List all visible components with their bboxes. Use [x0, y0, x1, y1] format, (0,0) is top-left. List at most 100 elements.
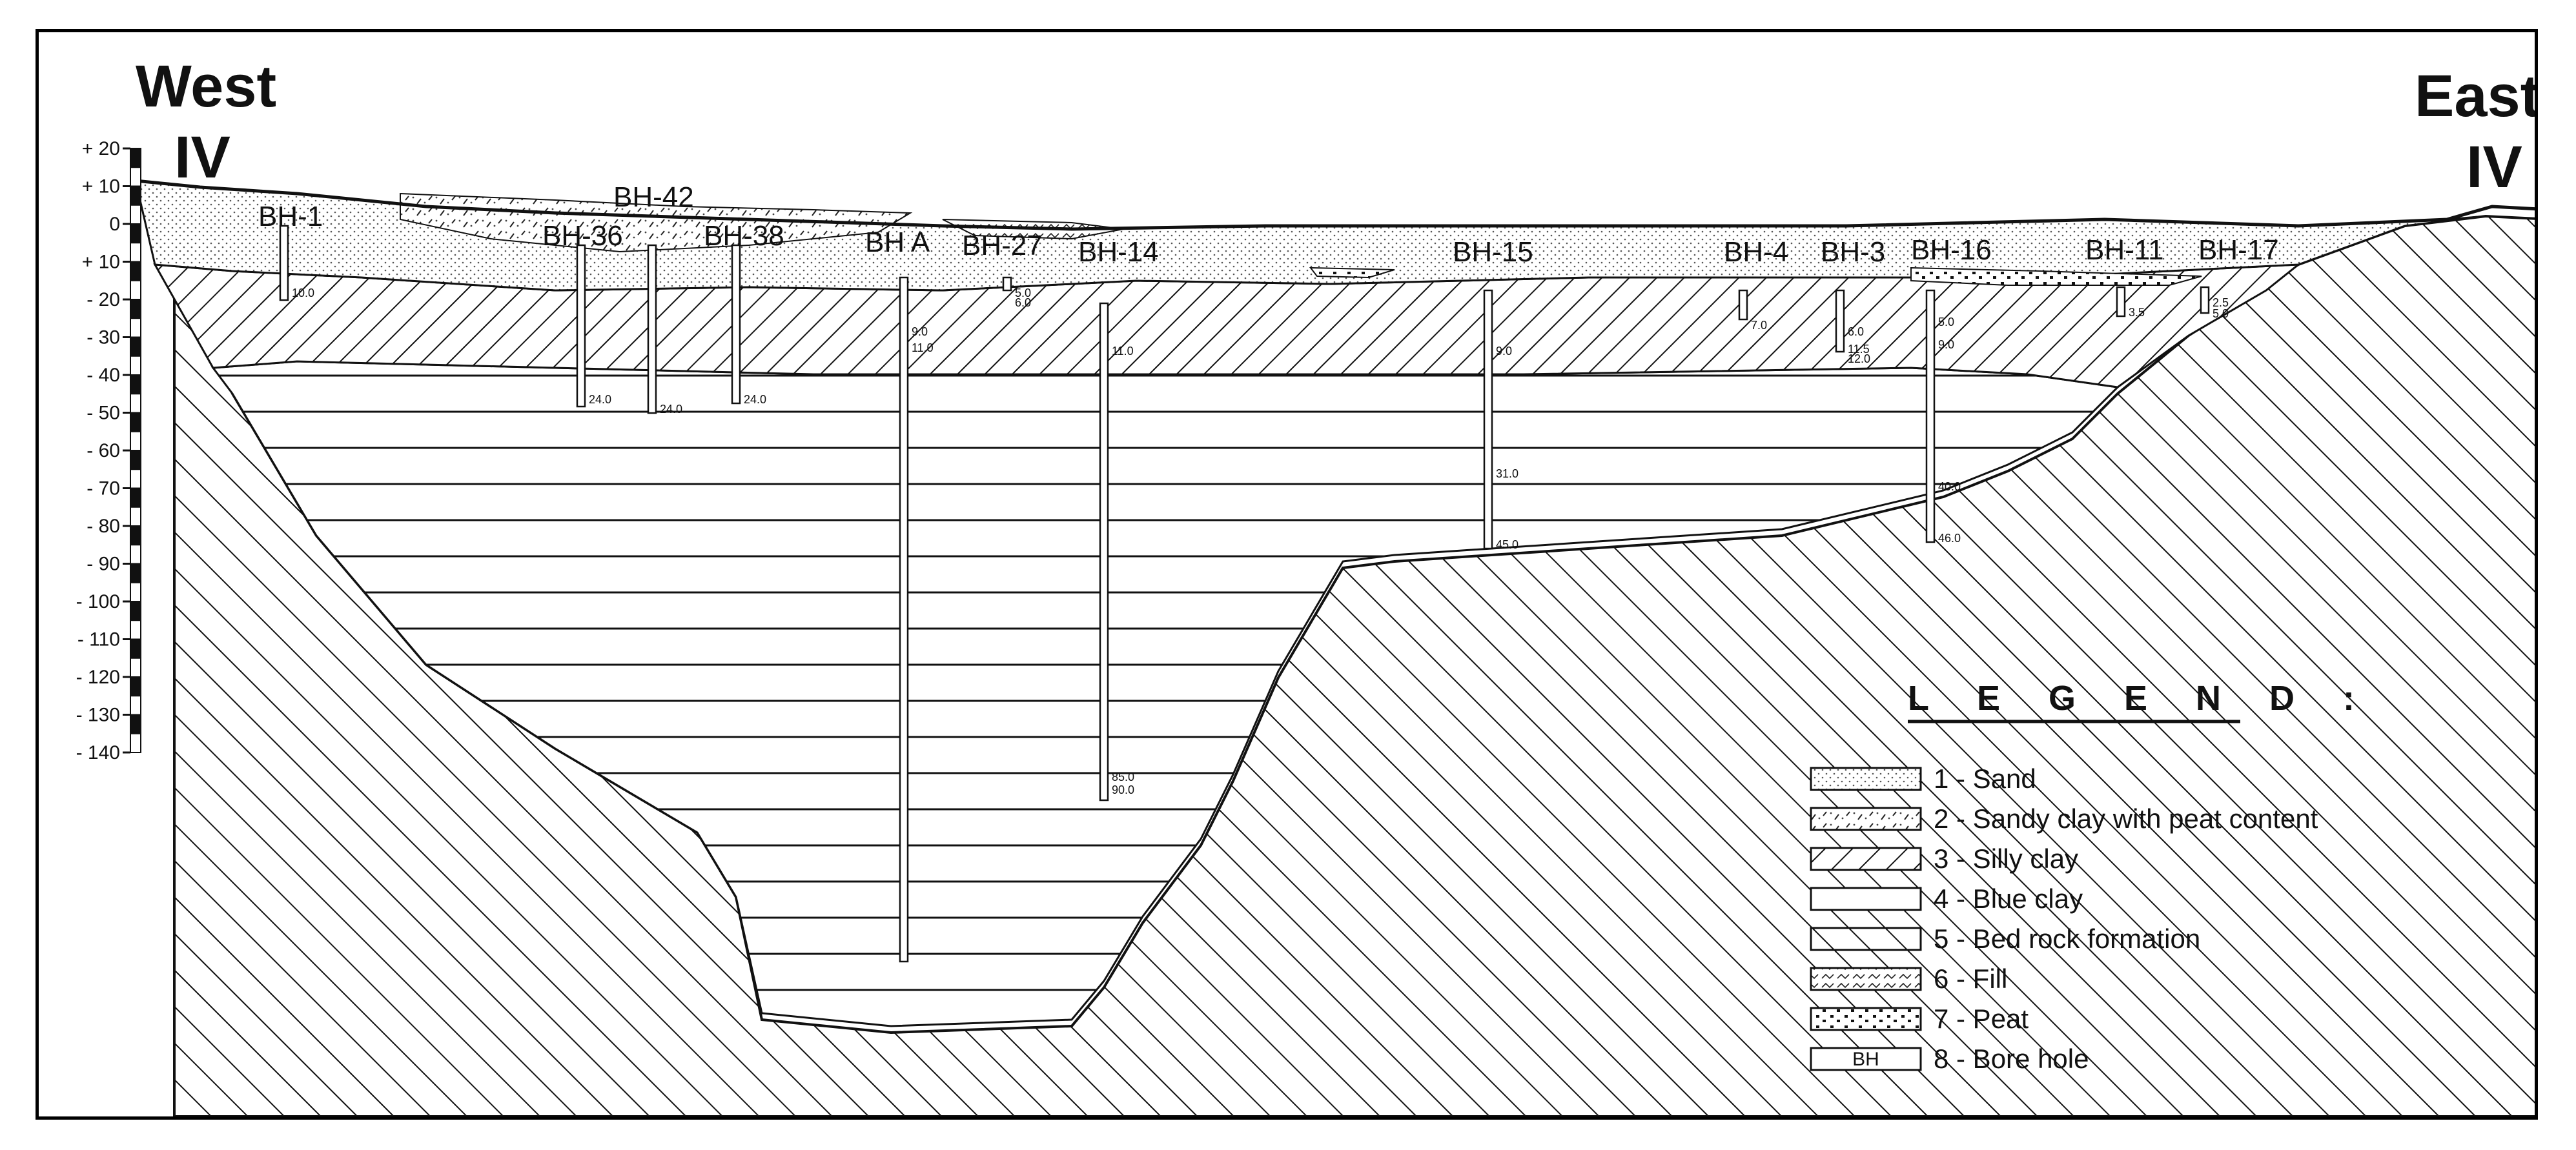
borehole-bh-17: BH-172.55.0 [2198, 234, 2279, 320]
borehole-depth-value: 90.0 [1112, 783, 1134, 796]
scale-tick-label: - 80 [87, 516, 120, 537]
borehole-label: BH-15 [1453, 236, 1533, 268]
borehole-label: BH-27 [962, 230, 1043, 261]
borehole-shaft [731, 244, 741, 405]
scale-segment [130, 204, 141, 225]
borehole-shaft [1835, 289, 1845, 353]
scale-tick-label: - 120 [76, 667, 120, 688]
borehole-depth-value: 45.0 [1496, 538, 1518, 551]
borehole-bh-1: BH-1 10.0 [258, 201, 323, 301]
legend-item-label: 1 - Sand [1934, 763, 2036, 794]
scale-tick-label: - 110 [77, 629, 120, 651]
legend-swatch [1810, 1007, 1922, 1031]
borehole-bh-11: BH-11 3.5 [2085, 234, 2163, 319]
scale-tick-label: 0 [109, 214, 120, 235]
scale-segment [130, 525, 141, 546]
legend-swatch [1810, 807, 1922, 831]
legend-item-label: 4 - Blue clay [1934, 883, 2083, 914]
legend-item-blueclay: 4 - Blue clay [1810, 883, 2083, 914]
borehole-depth-value: 40.0 [1938, 480, 1961, 493]
legend-swatch [1810, 1047, 1922, 1071]
borehole-shaft [279, 225, 289, 301]
scale-segment [130, 732, 141, 753]
legend-item-sand: 1 - Sand [1810, 763, 2036, 794]
borehole-label: BH-16 [1911, 234, 1992, 266]
scale-tick-label: - 20 [87, 289, 120, 310]
scale-tick-label: - 100 [76, 591, 120, 612]
scale-segment [130, 223, 141, 244]
west-section-number: IV [174, 125, 230, 190]
legend-item-bedrock: 5 - Bed rock formation [1810, 923, 2200, 954]
scale-tick-label: - 30 [87, 327, 120, 348]
borehole-depth-value: 46.0 [1938, 532, 1961, 545]
borehole-depth-value: 3.5 [2129, 306, 2145, 319]
scale-segment [130, 148, 141, 168]
legend-item-label: 3 - Silly clay [1934, 843, 2078, 874]
legend-item-siltyclay: 3 - Silly clay [1810, 843, 2078, 874]
borehole-label: BH-4 [1724, 236, 1788, 268]
scale-tick-label: - 60 [87, 440, 120, 461]
east-section-number: IV [2466, 134, 2522, 200]
scale-segment [130, 676, 141, 697]
scale-segment [130, 412, 141, 432]
borehole-depth-value: 12.0 [1848, 352, 1870, 365]
borehole-depth-value: 6.0 [1848, 325, 1864, 338]
borehole-shaft [2116, 286, 2126, 318]
elevation-scale: + 20+ 100+ 10- 20- 30- 40- 50- 60- 70- 8… [76, 138, 141, 763]
legend-swatch [1810, 927, 1922, 951]
scale-segment [130, 430, 141, 451]
scale-segment [130, 336, 141, 357]
legend-item-label: 7 - Peat [1934, 1004, 2029, 1034]
scale-segment [130, 469, 141, 489]
borehole-label: BH-42 [613, 181, 694, 213]
borehole-shaft [576, 244, 586, 408]
scale-tick-label: - 90 [87, 554, 120, 575]
borehole-depth-value: 6.0 [1015, 296, 1031, 309]
borehole-depth-value: 9.0 [912, 325, 928, 338]
sandy-clay-lens [400, 192, 913, 253]
scale-segment [130, 544, 141, 565]
legend-swatch-code: BH [1852, 1049, 1879, 1070]
borehole-bh-a: BH A9.011.0 [865, 227, 934, 963]
scale-segment [130, 279, 141, 300]
borehole-depth-value: 9.0 [1938, 338, 1954, 351]
legend-item-fill: 6 - Fill [1810, 963, 2007, 994]
borehole-bh-27: BH-275.06.0 [962, 230, 1043, 309]
scale-segment [130, 450, 141, 470]
borehole-depth-value: 10.0 [292, 287, 314, 299]
borehole-label: BH-11 [2085, 234, 2163, 266]
geological-cross-section: + 20+ 100+ 10- 20- 30- 40- 50- 60- 70- 8… [76, 54, 2551, 1118]
legend-swatch [1810, 967, 1922, 991]
scale-segment [130, 506, 141, 527]
scale-segment [130, 714, 141, 734]
legend-item-sandyclay: 2 - Sandy clay with peat content [1810, 803, 2318, 834]
legend-item-label: 6 - Fill [1934, 963, 2007, 994]
ground-surface-line [135, 179, 2551, 231]
borehole-label: BH-38 [704, 220, 784, 252]
borehole-shaft [1925, 289, 1936, 543]
legend-title: L E G E N D : [1908, 679, 2374, 718]
scale-segment [130, 563, 141, 583]
borehole-depth-value: 85.0 [1112, 771, 1134, 783]
borehole-bh-3: BH-36.011.512.0 [1821, 236, 1885, 365]
east-heading: East [2415, 63, 2535, 129]
scale-segment [130, 242, 141, 263]
scale-segment [130, 695, 141, 716]
borehole-bh-16: BH-165.09.040.046.0 [1911, 234, 1992, 545]
borehole-shaft [1099, 302, 1109, 802]
borehole-depth-value: 24.0 [744, 393, 766, 406]
borehole-shaft [1738, 289, 1748, 321]
borehole-shaft [1002, 276, 1012, 292]
borehole-depth-value: 11.5 [1848, 343, 1870, 356]
legend-swatch [1810, 767, 1922, 791]
borehole-bh-15: BH-159.031.045.0 [1453, 236, 1533, 551]
legend-swatch [1810, 887, 1922, 911]
scale-segment [130, 261, 141, 281]
borehole-label: BH-1 [258, 201, 323, 232]
legend-item-peat: 7 - Peat [1810, 1004, 2029, 1034]
borehole-depth-value: 11.0 [1112, 345, 1134, 358]
borehole-label: BH-36 [542, 220, 623, 252]
scale-tick-label: - 70 [87, 478, 120, 499]
